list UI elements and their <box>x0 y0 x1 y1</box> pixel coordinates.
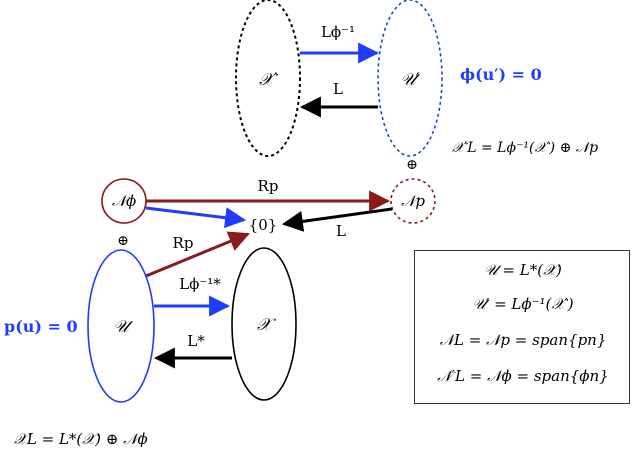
label-l-star: L* <box>187 332 205 350</box>
definition-u: 𝒰 = L*(𝒳) <box>484 261 562 279</box>
arrow-l-mid <box>281 207 393 232</box>
n-p-label: 𝒩p <box>401 192 425 210</box>
n-phi-label: 𝒩ϕ <box>112 192 137 210</box>
oplus-left: ⊕ <box>117 233 129 249</box>
oplus-top: ⊕ <box>406 157 418 173</box>
arrow-n-phi-to-zero <box>145 206 247 229</box>
label-r-p-top: Rp <box>258 177 279 195</box>
definition-n-l: 𝒩L = 𝒩p = span{pn} <box>439 331 607 349</box>
label-l-phi-inv-top: Lϕ⁻¹ <box>321 23 355 41</box>
u-label: 𝒰 <box>113 317 133 337</box>
phi-condition: ϕ(u′) = 0 <box>460 65 542 84</box>
definition-u-prime: 𝒰′ = Lϕ⁻¹(𝒳′) <box>472 295 574 313</box>
x-prime-label: 𝒳′ <box>259 70 279 90</box>
p-condition: p(u) = 0 <box>4 317 78 336</box>
x-l-prime-def: 𝒳′L = Lϕ⁻¹(𝒳′) ⊕ 𝒩p <box>452 140 598 156</box>
u-ellipse <box>87 249 155 403</box>
n-p-circle <box>390 178 436 224</box>
zero-set: {0} <box>249 216 278 234</box>
x-l-def: 𝒳L = L*(𝒳) ⊕ 𝒩ϕ <box>14 430 148 448</box>
x-ellipse <box>231 247 297 401</box>
x-prime-ellipse <box>235 0 301 157</box>
arrow-r-p-left <box>145 231 250 278</box>
x-label: 𝒳 <box>257 315 277 335</box>
label-l-top: L <box>333 80 343 98</box>
u-prime-ellipse <box>377 0 443 157</box>
label-l-phi-inv-star: Lϕ⁻¹* <box>179 275 221 293</box>
definition-n-l-prime: 𝒩′L = 𝒩ϕ = span{ϕn} <box>437 367 609 385</box>
definitions-box: 𝒰 = L*(𝒳) 𝒰′ = Lϕ⁻¹(𝒳′) 𝒩L = 𝒩p = span{p… <box>414 250 630 404</box>
label-l-mid: L <box>336 222 346 240</box>
u-prime-label: 𝒰′ <box>400 70 420 90</box>
label-r-p-left: Rp <box>173 234 194 252</box>
